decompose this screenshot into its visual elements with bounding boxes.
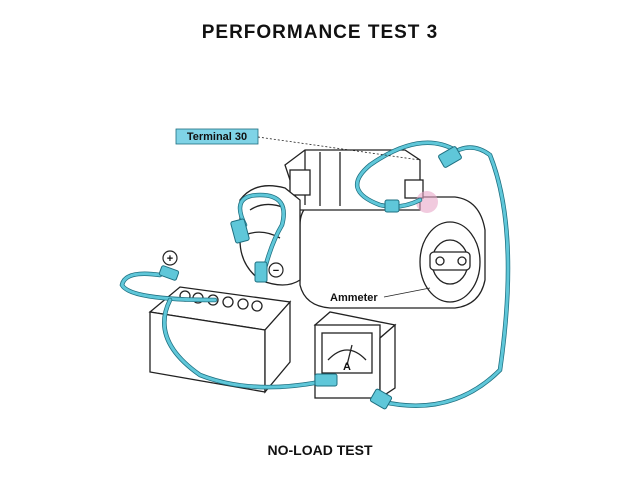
ammeter-label: Ammeter — [330, 292, 378, 304]
ammeter — [313, 311, 397, 400]
minus-symbol-text: − — [273, 265, 279, 277]
page-title: PERFORMANCE TEST 3 — [201, 22, 439, 43]
diagram-caption: NO-LOAD TEST — [267, 442, 373, 458]
terminal-label-box — [175, 128, 259, 145]
terminal-leader-line — [257, 136, 421, 161]
minus-symbol — [268, 262, 284, 278]
cable-clips — [158, 146, 462, 410]
plus-symbol-text: + — [167, 253, 173, 265]
terminal-label: Terminal 30 — [187, 131, 247, 143]
plus-symbol — [162, 250, 178, 266]
ammeter-unit-label: A — [343, 361, 351, 373]
test-cables — [119, 140, 511, 408]
starter-motor — [239, 149, 486, 309]
terminal-30-highlight — [416, 191, 438, 213]
ammeter-leader-line — [383, 287, 431, 298]
